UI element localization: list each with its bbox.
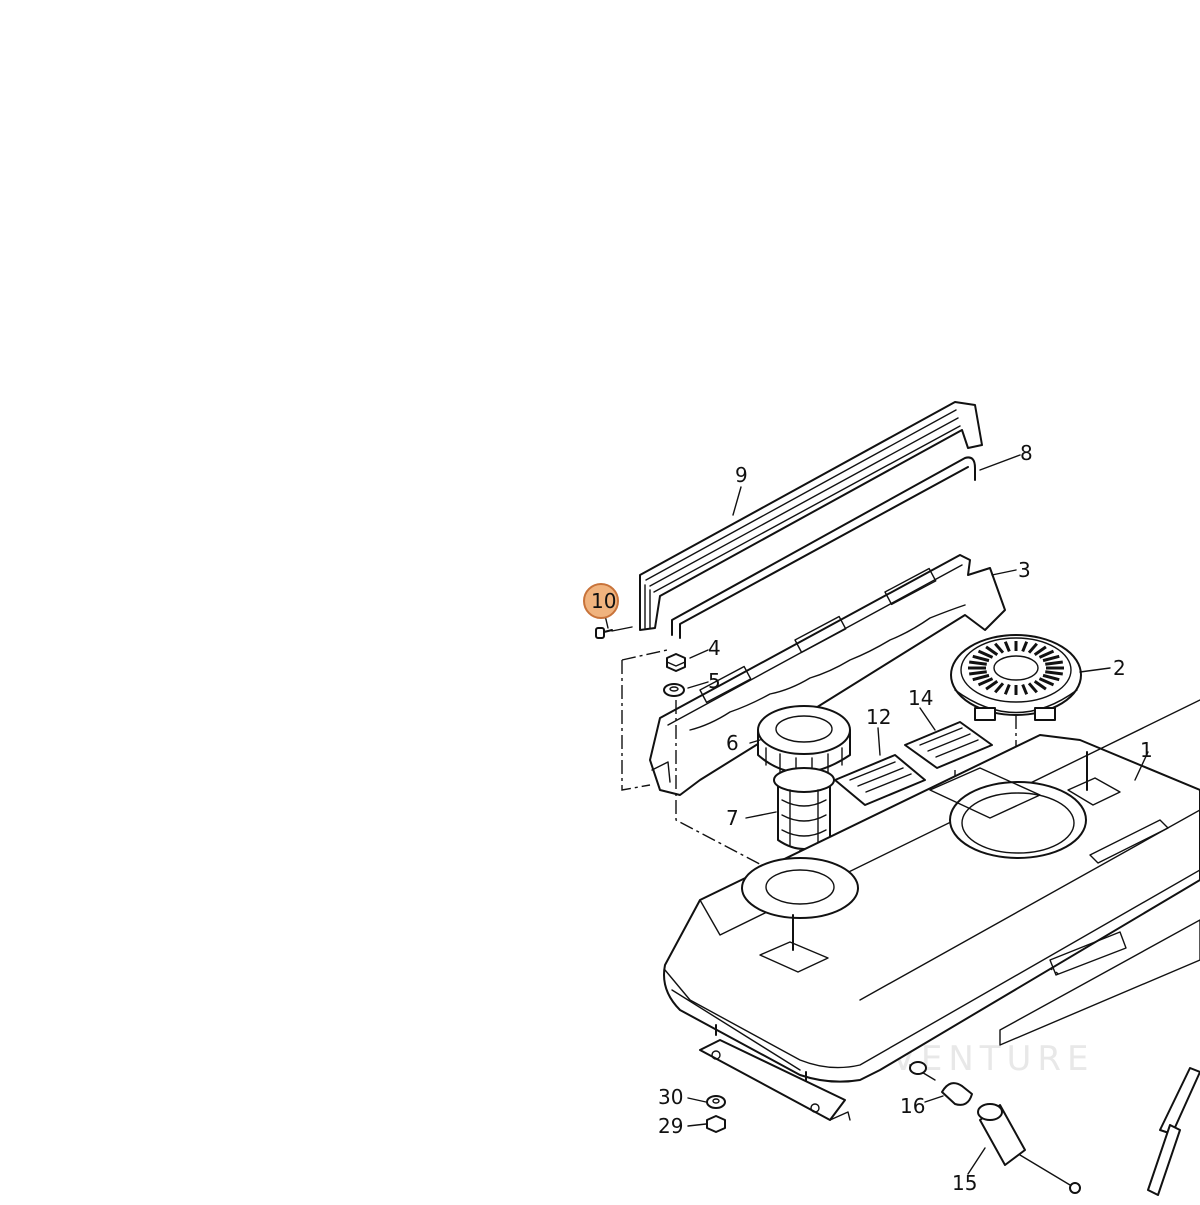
callout-3[interactable]: 3 [1018, 558, 1031, 582]
part-15-hose[interactable] [977, 1103, 1081, 1194]
grille-slot [969, 660, 987, 666]
callout-30[interactable]: 30 [658, 1085, 683, 1109]
grille-slot [1038, 649, 1055, 659]
callout-6[interactable]: 6 [726, 731, 739, 755]
grille-slot [1042, 654, 1060, 663]
part-1-main-housing[interactable] [663, 699, 1200, 1083]
callout-1[interactable]: 1 [1140, 738, 1153, 762]
grille-slot [985, 680, 999, 691]
part-30-washer[interactable] [706, 1095, 726, 1109]
grille-slot [1003, 684, 1011, 695]
grille-slot [1033, 645, 1047, 656]
grille-slot [1021, 641, 1029, 652]
part-3-handle-bracket[interactable] [649, 554, 1006, 796]
callout-14[interactable]: 14 [908, 686, 933, 710]
grille-slot [972, 654, 990, 663]
grille-slot [1033, 680, 1047, 691]
callout-10[interactable]: 10 [591, 589, 616, 613]
part-12-label-plate[interactable] [834, 754, 926, 806]
grille-slot [1042, 673, 1060, 682]
callout-4[interactable]: 4 [708, 636, 721, 660]
grille-slot [1038, 677, 1055, 687]
callout-9[interactable]: 9 [735, 463, 748, 487]
callout-16[interactable]: 16 [900, 1094, 925, 1118]
grille-slot [972, 673, 990, 682]
grille-slot [1027, 682, 1038, 694]
callout-8[interactable]: 8 [1020, 441, 1033, 465]
callout-5[interactable]: 5 [708, 669, 721, 693]
grille-slot [985, 645, 999, 656]
grille-slot [994, 682, 1005, 694]
part-29-nut[interactable] [706, 1115, 726, 1133]
callout-15[interactable]: 15 [952, 1171, 977, 1195]
part-5-washer[interactable] [663, 683, 685, 697]
part-6-filler-cap[interactable] [757, 705, 851, 777]
grille-slot [1027, 642, 1038, 654]
grille-slot [977, 649, 994, 659]
part-16-clamp[interactable] [909, 1061, 973, 1106]
callout-29[interactable]: 29 [658, 1114, 683, 1138]
grille-slot [994, 642, 1005, 654]
grille-slot [1003, 641, 1011, 652]
right-edge-rod [1147, 1067, 1200, 1196]
base-plate[interactable] [699, 1039, 851, 1121]
part-7-strainer[interactable] [773, 767, 835, 850]
part-2-grille-cap[interactable] [950, 634, 1082, 721]
part-9-cover-bar[interactable] [639, 401, 983, 631]
callout-labels: 9 8 3 4 5 2 1 12 14 6 7 10 30 29 16 15 [591, 441, 1153, 1195]
part-14-label-plate[interactable] [904, 721, 993, 769]
grille-slot [1021, 684, 1029, 695]
part-4-nut[interactable] [666, 653, 686, 672]
callout-12[interactable]: 12 [866, 705, 891, 729]
callout-10-highlight[interactable] [583, 583, 619, 619]
callout-7[interactable]: 7 [726, 806, 739, 830]
grille-slot [977, 677, 994, 687]
grille-slot [969, 670, 987, 676]
grille-slot [1045, 670, 1063, 676]
grille-slot [1045, 660, 1063, 666]
part-10-screw[interactable] [595, 626, 633, 639]
part-8-rod[interactable] [671, 456, 976, 639]
callout-2[interactable]: 2 [1113, 656, 1126, 680]
